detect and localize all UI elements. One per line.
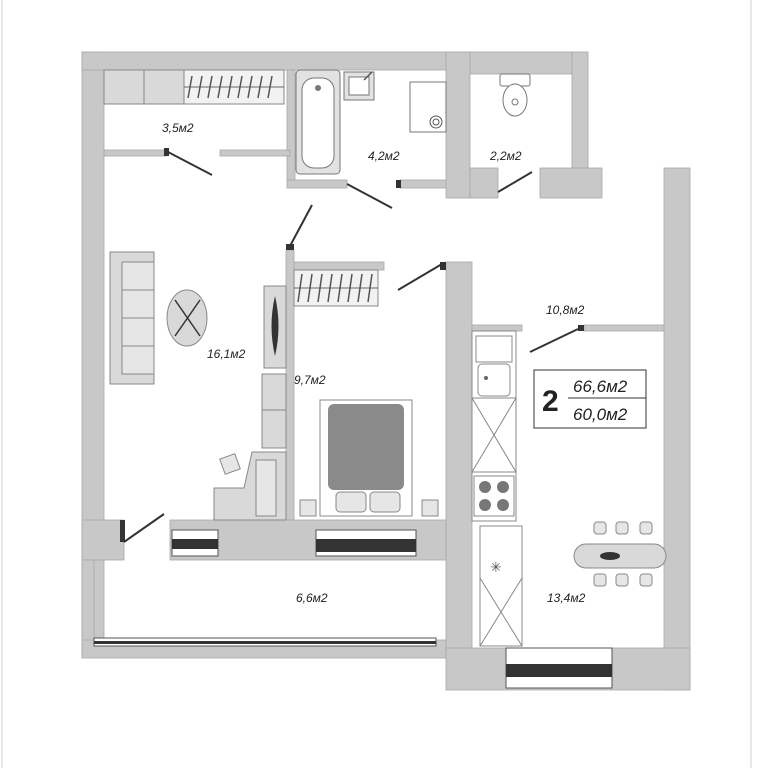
rooms-count: 2 (542, 385, 559, 418)
tv-stand (263, 285, 287, 369)
area-labels: 3,5м2 4,2м2 2,2м2 16,1м2 9,7м2 10,8м2 13… (162, 121, 586, 605)
apartment-summary: 2 66,6м2 60,0м2 (533, 369, 647, 429)
room-area-bedroom: 9,7м2 (294, 373, 326, 387)
room-area-corridor: 10,8м2 (546, 303, 585, 317)
work-desk (213, 451, 287, 521)
room-area-kitchen: 13,4м2 (547, 591, 586, 605)
room-area-bathroom: 4,2м2 (368, 149, 400, 163)
window-kitchen (505, 647, 613, 689)
windows (93, 529, 613, 689)
washbasin (343, 71, 375, 101)
kitchen-counter (471, 330, 517, 522)
shelving (261, 373, 287, 449)
room-area-living-room: 16,1м2 (207, 347, 246, 361)
sofa (109, 251, 155, 385)
window-living-room (171, 529, 219, 557)
total-area: 66,6м2 (573, 377, 628, 396)
room-area-hall: 3,5м2 (162, 121, 194, 135)
doors (123, 151, 579, 543)
coffee-table (166, 289, 208, 347)
bed (299, 399, 439, 517)
window-bedroom (315, 529, 417, 557)
svg-text:✳: ✳ (490, 560, 502, 576)
walls (81, 51, 691, 691)
washing-machine (409, 81, 447, 133)
chairs (593, 521, 653, 587)
dining-table (573, 521, 667, 587)
room-area-toilet: 2,2м2 (489, 149, 522, 163)
bathtub (295, 69, 341, 175)
room-area-balcony: 6,6м2 (296, 591, 328, 605)
toilet-bowl (499, 73, 531, 117)
hall-wardrobe (103, 69, 285, 105)
window-balcony (93, 637, 437, 647)
living-area: 60,0м2 (573, 405, 628, 424)
refrigerator: ✳ (479, 525, 523, 647)
bedroom-wardrobe (293, 269, 379, 307)
